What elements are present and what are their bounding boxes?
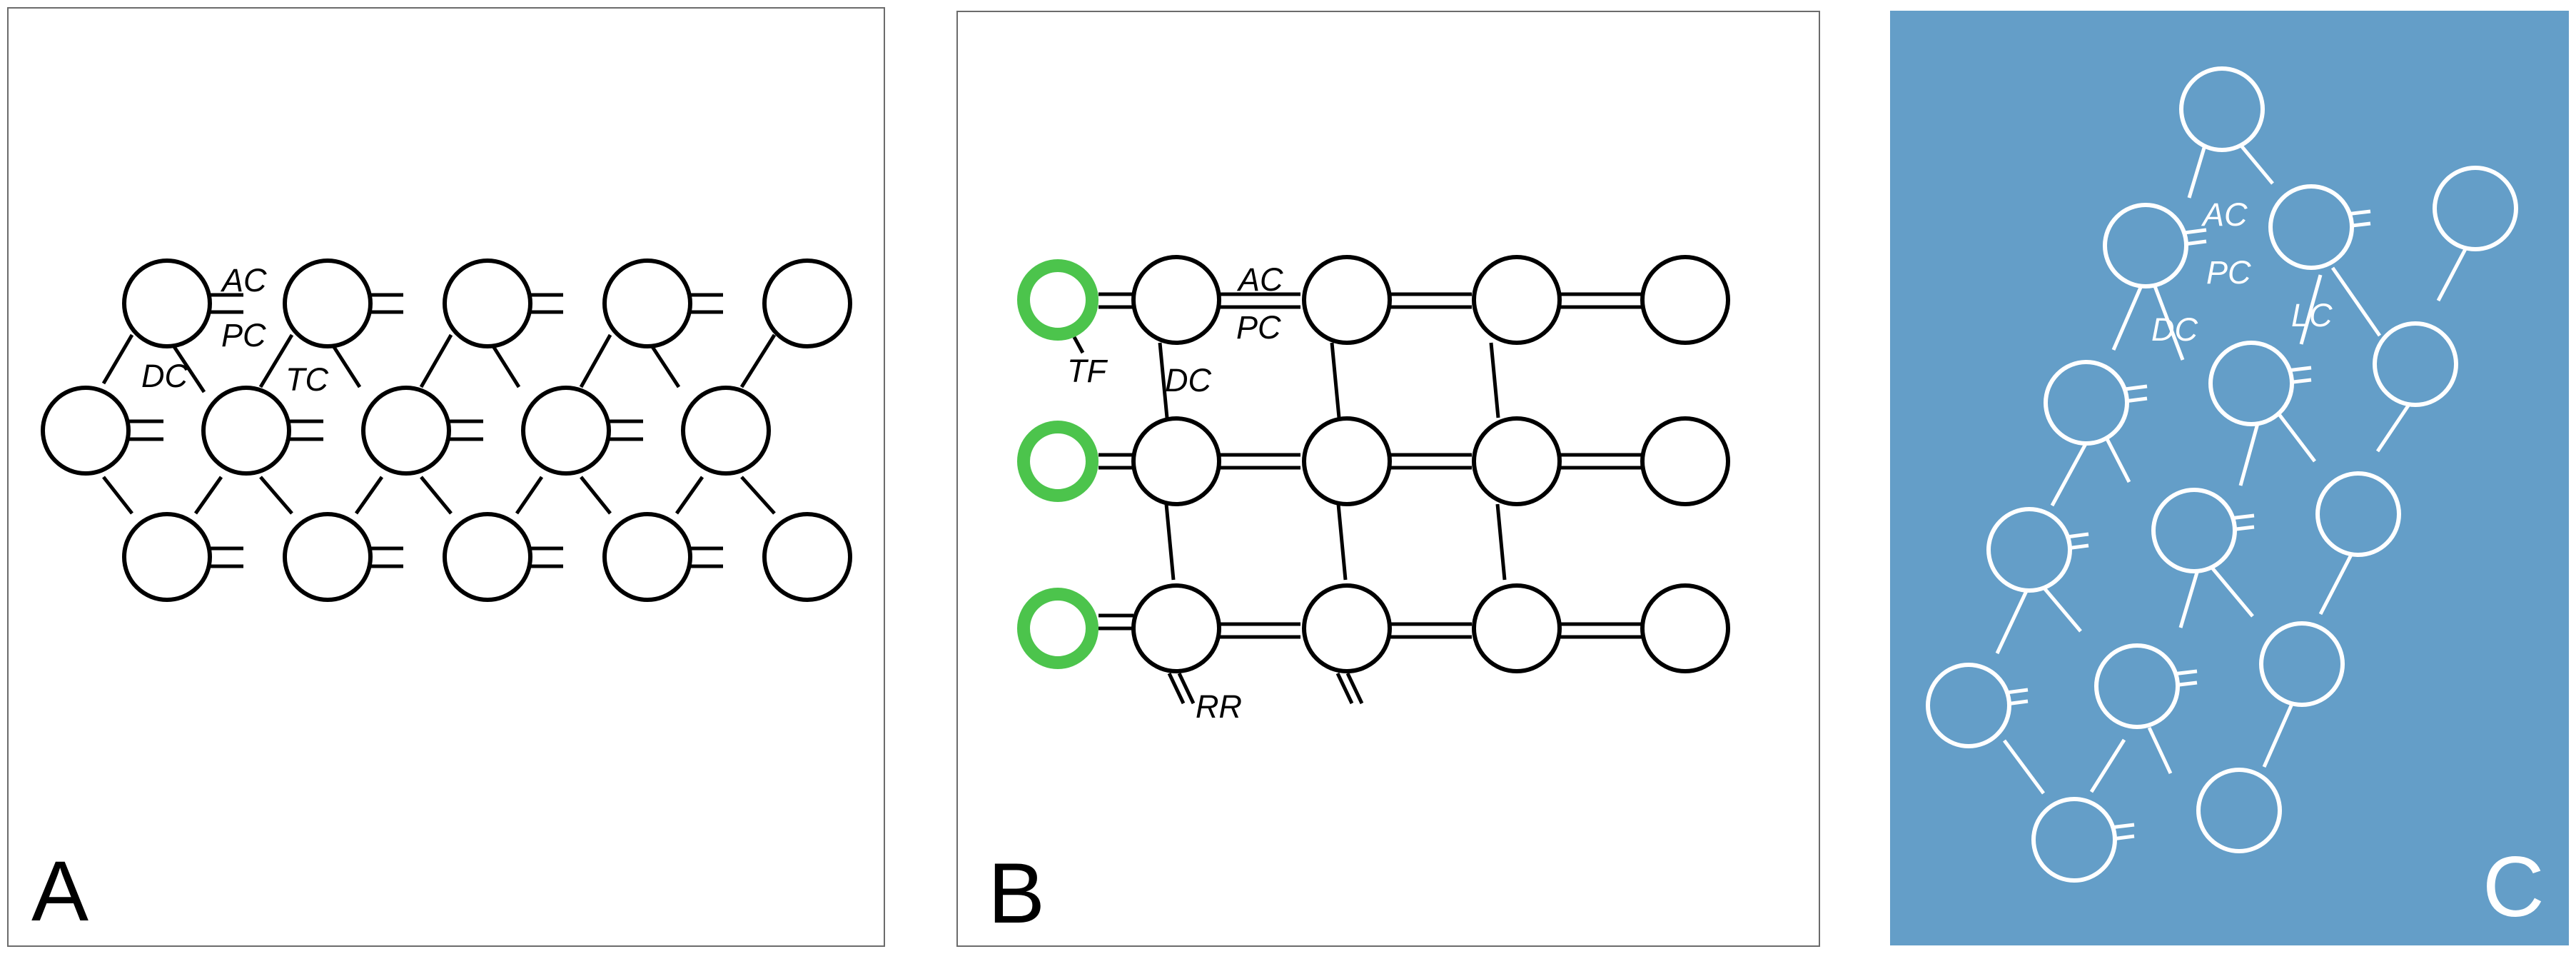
label-pc: PC xyxy=(221,317,266,353)
panel-a-lattice: AC PC DC TC A xyxy=(31,258,852,939)
panel-a: AC PC DC TC A xyxy=(7,7,885,947)
label-pc: PC xyxy=(1236,309,1281,346)
label-dc: DC xyxy=(141,358,188,394)
label-ac: AC xyxy=(2201,196,2248,233)
label-rr: RR xyxy=(1196,688,1242,725)
label-pc: PC xyxy=(2206,254,2251,291)
label-ac: AC xyxy=(220,262,267,298)
panel-letter-a: A xyxy=(31,843,89,939)
panel-c: AC PC DC LC C xyxy=(1890,11,2569,945)
panel-letter-b: B xyxy=(988,845,1045,941)
panel-b-lattice: AC PC TF DC RR B xyxy=(988,255,1730,941)
label-tf: TF xyxy=(1067,353,1108,389)
label-dc: DC xyxy=(2151,311,2198,348)
label-tc: TC xyxy=(286,361,328,398)
panel-letter-c: C xyxy=(2482,839,2545,935)
label-lc: LC xyxy=(2291,297,2333,333)
label-dc: DC xyxy=(1165,362,1211,398)
label-ac: AC xyxy=(1236,261,1283,298)
panel-b: AC PC TF DC RR B xyxy=(956,11,1820,947)
panel-c-lattice: AC PC DC LC C xyxy=(1890,11,2569,945)
